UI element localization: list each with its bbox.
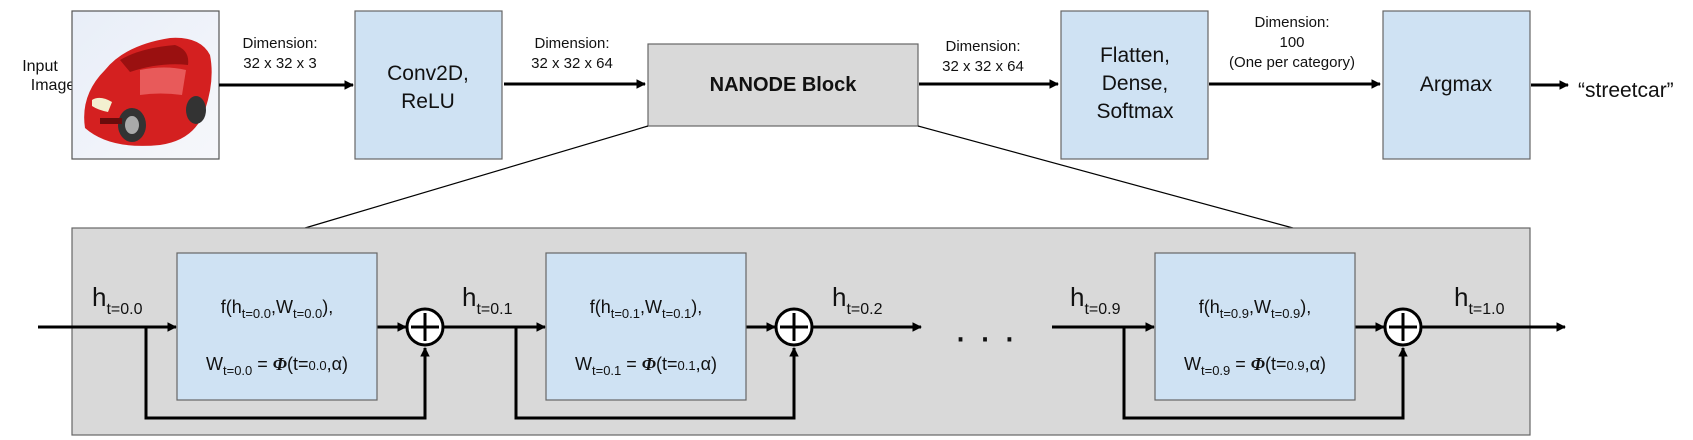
stage2-weight-text: Wt=0.1 = Φ(t=0.1,α) — [575, 354, 717, 378]
stage-box-t09 — [1154, 252, 1356, 401]
ellipsis: · · · — [954, 315, 1016, 359]
input-label-line2: Image — [31, 77, 76, 94]
zoom-line-left — [304, 125, 649, 229]
stage1-weight-text: Wt=0.0 = Φ(t=0.0,α) — [206, 354, 348, 378]
h-label-t01: ht=0.1 — [462, 282, 513, 318]
stage2-function-text: f(ht=0.1,Wt=0.1), — [590, 297, 703, 321]
zoom-line-right — [917, 125, 1294, 229]
input-label-line1: Input — [22, 58, 58, 75]
dense-label-line1: Flatten, — [1100, 44, 1170, 67]
skip-connection-1 — [144, 327, 430, 420]
arrow3-label-line2: 32 x 32 x 64 — [942, 58, 1024, 75]
dense-label-line3: Softmax — [1096, 100, 1174, 123]
argmax-label: Argmax — [1420, 73, 1493, 96]
arrow2-label-line2: 32 x 32 x 64 — [531, 55, 613, 72]
sum-node-1 — [405, 307, 445, 347]
sum-node-3 — [1383, 307, 1423, 347]
nanode-block-label: NANODE Block — [710, 74, 858, 96]
flatten-dense-softmax-box — [1060, 10, 1209, 160]
output-label: “streetcar” — [1578, 79, 1674, 102]
stage-box-t01 — [545, 252, 747, 401]
h-label-t02: ht=0.2 — [832, 282, 883, 318]
conv-label-line1: Conv2D, — [387, 62, 469, 85]
arrow4-label-line2: 100 — [1279, 34, 1304, 51]
stage3-weight-text: Wt=0.9 = Φ(t=0.9,α) — [1184, 354, 1326, 378]
arrow3-label-line1: Dimension: — [945, 38, 1020, 55]
conv2d-relu-box — [354, 10, 503, 160]
argmax-box — [1382, 10, 1531, 160]
dense-label-line2: Dense, — [1102, 72, 1169, 95]
arrow1-label-line2: 32 x 32 x 3 — [243, 55, 316, 72]
h-label-t09: ht=0.9 — [1070, 282, 1121, 318]
arrow4-label-line1: Dimension: — [1254, 14, 1329, 31]
stage1-function-text: f(ht=0.0,Wt=0.0), — [221, 297, 334, 321]
h-label-t10: ht=1.0 — [1454, 282, 1505, 318]
conv-label-line2: ReLU — [401, 90, 455, 113]
nanode-block-box — [647, 43, 919, 127]
stage3-function-text: f(ht=0.9,Wt=0.9), — [1199, 297, 1312, 321]
input-car-image — [71, 10, 220, 160]
sum-node-2 — [774, 307, 814, 347]
arrow1-label-line1: Dimension: — [242, 35, 317, 52]
arrow4-label-line3: (One per category) — [1229, 54, 1355, 71]
arrow2-label-line1: Dimension: — [534, 35, 609, 52]
h-label-t00: ht=0.0 — [92, 282, 143, 318]
stage-box-t0 — [176, 252, 378, 401]
skip-connection-3 — [1122, 327, 1408, 420]
skip-connection-2 — [514, 327, 799, 420]
